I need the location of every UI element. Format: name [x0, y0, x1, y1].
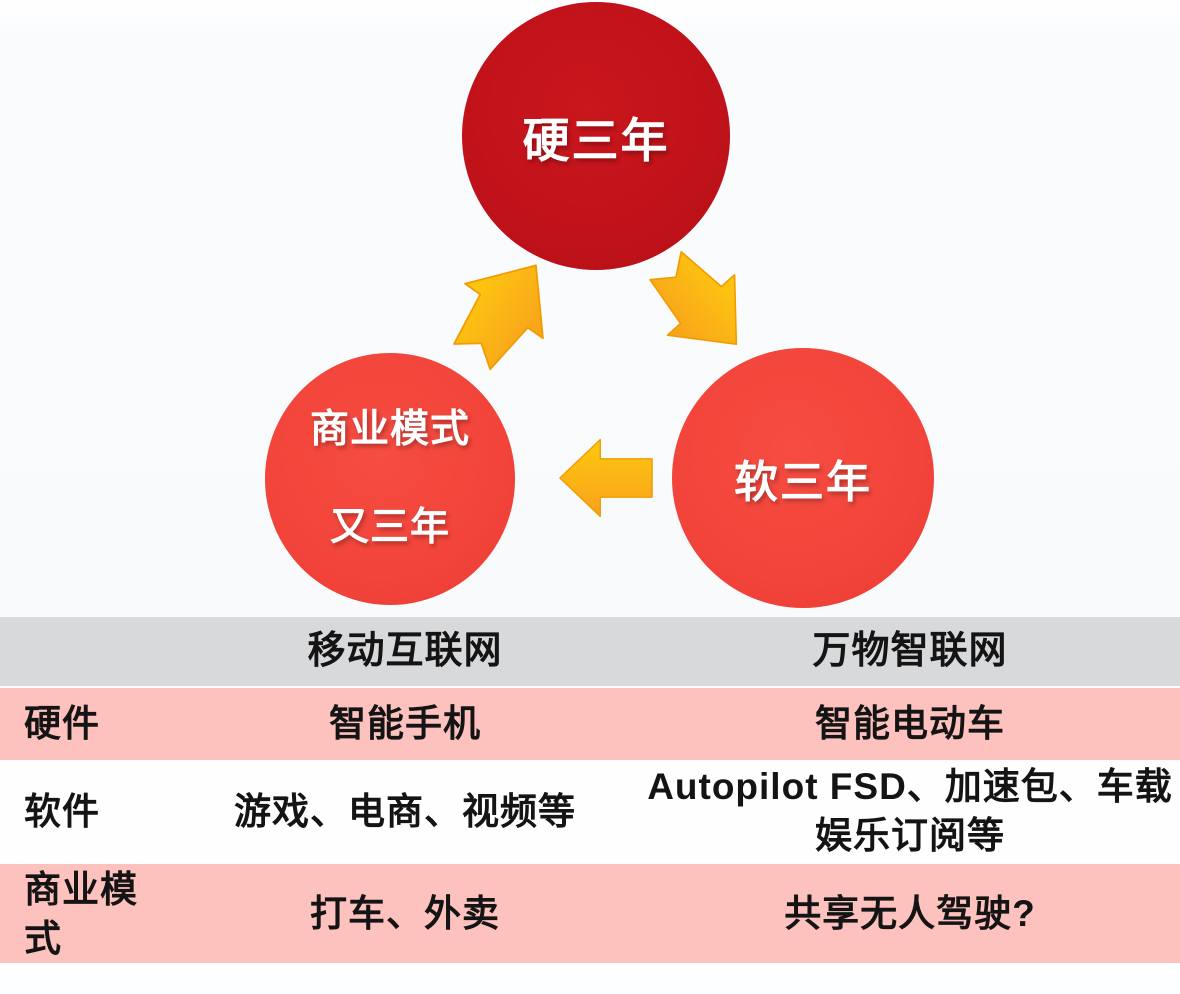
node-hard-three-years: 硬三年 — [462, 2, 730, 270]
business-iot-value: 共享无人驾驶? — [784, 893, 1036, 935]
table-header-row: 移动互联网 万物智联网 — [0, 617, 1180, 688]
hardware-mobile-value: 智能手机 — [329, 702, 481, 744]
software-mobile-value: 游戏、电商、视频等 — [234, 790, 576, 832]
node-business-label-line2: 又三年 — [329, 506, 450, 549]
table-row-software: 软件 游戏、电商、视频等 Autopilot FSD、加速包、车载娱乐订阅等 — [0, 760, 1180, 864]
row-label-software: 软件 — [24, 790, 100, 832]
business-mobile-value: 打车、外卖 — [310, 893, 500, 935]
node-business-label-line1: 商业模式 — [309, 408, 470, 451]
node-soft-label: 软三年 — [734, 458, 872, 507]
node-soft-three-years: 软三年 — [672, 348, 934, 608]
cycle-arrow-up-icon — [427, 233, 580, 389]
cycle-arrow-down-icon — [626, 230, 775, 380]
bottom-margin-strip — [0, 963, 1180, 994]
node-hard-label: 硬三年 — [522, 113, 670, 167]
hardware-iot-value: 智能电动车 — [815, 702, 1005, 744]
table-row-business-model: 商业模式 打车、外卖 共享无人驾驶? — [0, 864, 1180, 965]
cycle-arrow-left-icon — [558, 432, 654, 524]
header-mobile-internet: 移动互联网 — [307, 630, 503, 673]
header-iot: 万物智联网 — [812, 630, 1008, 673]
comparison-table: 移动互联网 万物智联网 硬件 智能手机 智能电动车 软件 游戏、电商、视频等 A… — [0, 617, 1180, 965]
software-iot-value: Autopilot FSD、加速包、车载娱乐订阅等 — [647, 766, 1173, 856]
row-label-hardware: 硬件 — [24, 702, 100, 744]
node-business-model: 商业模式 又三年 — [265, 353, 515, 605]
row-label-business-model: 商业模式 — [24, 868, 138, 959]
table-row-hardware: 硬件 智能手机 智能电动车 — [0, 688, 1180, 760]
